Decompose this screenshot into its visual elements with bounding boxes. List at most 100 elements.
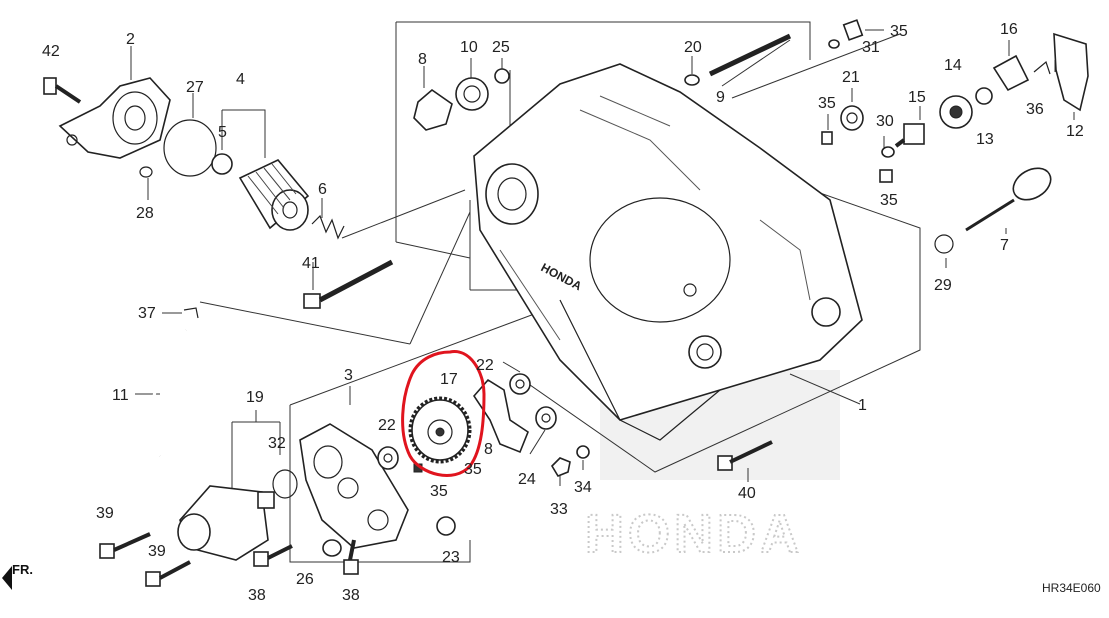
callout-39-a: 39 <box>96 505 114 522</box>
part-25-ring <box>494 68 510 84</box>
part-18-plate <box>472 378 529 454</box>
callout-33: 33 <box>550 501 568 518</box>
callout-6: 6 <box>318 181 327 198</box>
callout-10: 10 <box>460 39 478 56</box>
part-14-sensor <box>939 95 973 129</box>
part-11-hose <box>148 329 188 457</box>
part-4-oil-filter <box>238 159 310 231</box>
highlight-circle-17 <box>401 350 486 477</box>
part-39-bolt-a <box>99 532 151 559</box>
part-17-starter-gear <box>408 396 472 464</box>
callout-35-e: 35 <box>464 461 482 478</box>
part-38-bolt-a <box>253 544 293 567</box>
callout-35-d: 35 <box>430 483 448 500</box>
callout-1: 1 <box>858 397 867 414</box>
part-33-nut <box>550 457 571 477</box>
part-32-oring <box>272 469 298 499</box>
callout-17: 17 <box>440 371 458 388</box>
callout-35-b: 35 <box>818 95 836 112</box>
part-21-bearing <box>840 105 864 131</box>
callout-labels: 42 2 27 4 5 6 28 41 8 10 25 20 9 35 31 2… <box>42 21 1084 604</box>
callout-22-a: 22 <box>378 417 396 434</box>
callout-7: 7 <box>1000 237 1009 254</box>
callout-38-b: 38 <box>342 587 360 604</box>
part-2-filter-cover <box>58 77 171 159</box>
part-12-gasket <box>1053 32 1089 112</box>
callout-5: 5 <box>218 124 227 141</box>
part-15-switch <box>894 123 925 148</box>
part-38-bolt-b <box>343 539 359 575</box>
callout-29: 29 <box>934 277 952 294</box>
part-40-bolt <box>717 440 773 471</box>
part-19-starter-motor <box>177 485 275 561</box>
part-13-ring <box>975 87 993 105</box>
callout-3: 3 <box>344 367 353 384</box>
part-16-cover <box>992 54 1030 92</box>
callout-36: 36 <box>1026 101 1044 118</box>
callout-39-b: 39 <box>148 543 166 560</box>
part-36-clip <box>1033 60 1051 75</box>
part-29-oring <box>934 234 954 254</box>
part-30-washer <box>881 146 895 158</box>
callout-14: 14 <box>944 57 962 74</box>
callout-13: 13 <box>976 131 994 148</box>
callout-34: 34 <box>574 479 592 496</box>
part-35-dowel-top <box>842 19 864 41</box>
part-10-seal <box>455 77 489 111</box>
callout-12: 12 <box>1066 123 1084 140</box>
watermark-text: HONDA <box>585 504 803 564</box>
part-1-crankcase-cover: HONDA <box>473 63 863 441</box>
callout-4: 4 <box>236 71 245 88</box>
callout-37: 37 <box>138 305 156 322</box>
front-marker-label: FR. <box>12 562 33 577</box>
part-20-washer <box>684 74 700 86</box>
part-23-ring <box>436 516 456 536</box>
part-37-clip <box>183 307 199 319</box>
part-41-bolt <box>303 259 394 309</box>
callout-27: 27 <box>186 79 204 96</box>
callout-38-a: 38 <box>248 587 266 604</box>
part-42-bolt <box>43 77 82 104</box>
callout-41: 41 <box>302 255 320 272</box>
callout-8: 8 <box>418 51 427 68</box>
part-6-spring <box>311 214 345 240</box>
callout-9: 9 <box>716 89 725 106</box>
part-28-washer <box>139 166 153 178</box>
callout-35-c: 35 <box>880 192 898 209</box>
callout-31: 31 <box>862 39 880 56</box>
callout-19: 19 <box>246 389 264 406</box>
callout-30: 30 <box>876 113 894 130</box>
callout-25: 25 <box>492 39 510 56</box>
callout-18: 8 <box>484 441 493 458</box>
part-26-washer <box>322 539 342 557</box>
part-22-ring-b <box>509 373 531 395</box>
callout-24: 24 <box>518 471 536 488</box>
callout-35-top: 35 <box>890 23 908 40</box>
callout-11: 11 <box>112 387 129 404</box>
part-3-starter-cover <box>299 423 409 549</box>
part-27-oring <box>163 119 217 177</box>
callout-40: 40 <box>738 485 756 502</box>
callout-28: 28 <box>136 205 154 222</box>
part-22-ring-a <box>377 446 399 470</box>
callout-22-b: 22 <box>476 357 494 374</box>
callout-2: 2 <box>126 31 135 48</box>
part-34-washer <box>576 445 590 459</box>
part-9-shaft <box>708 33 792 77</box>
part-24-washer <box>535 406 557 430</box>
callout-32: 32 <box>268 435 286 452</box>
part-5-ring <box>211 153 233 175</box>
front-marker: FR. <box>2 562 33 590</box>
callout-20: 20 <box>684 39 702 56</box>
callout-15: 15 <box>908 89 926 106</box>
leader-lines <box>130 21 1075 563</box>
callout-26: 26 <box>296 571 314 588</box>
part-8-plate <box>413 88 453 131</box>
callout-23: 23 <box>442 549 460 566</box>
callout-21: 21 <box>842 69 860 86</box>
part-7-dipstick <box>965 167 1052 232</box>
callout-42: 42 <box>42 43 60 60</box>
callout-16: 16 <box>1000 21 1018 38</box>
diagram-code: HR34E060 <box>1042 581 1101 595</box>
